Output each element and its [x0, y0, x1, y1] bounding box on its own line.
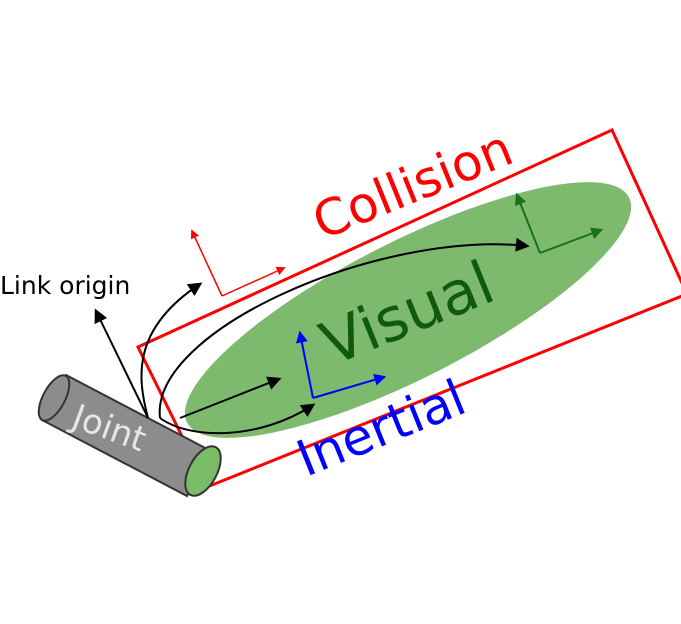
- joint-cylinder: [37, 373, 222, 498]
- link-origin-label: Link origin: [0, 271, 130, 300]
- inertial-origin-arrow: [179, 376, 282, 419]
- collision-origin-arrow: [140, 282, 203, 419]
- visual-frame: [514, 192, 604, 254]
- inertial-curve-arrow: [159, 403, 316, 435]
- link-origin-arrow: [94, 308, 149, 419]
- origin-arrows: [94, 237, 530, 435]
- inertial-frame: [295, 330, 387, 399]
- joint-end-cap: [184, 445, 222, 497]
- collision-frame: [190, 229, 286, 297]
- visual-origin-arrow: [158, 237, 530, 419]
